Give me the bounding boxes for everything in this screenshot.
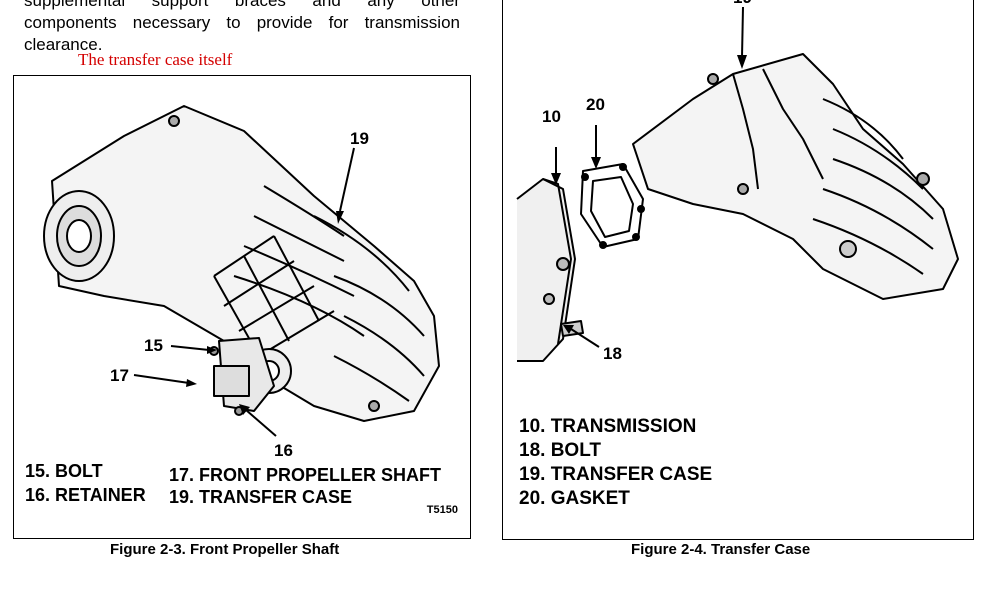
figure-2-4-caption: Figure 2-4. Transfer Case xyxy=(631,541,811,558)
legend-item-19: 19. TRANSFER CASE xyxy=(169,487,353,507)
paragraph-line-3: clearance. xyxy=(24,35,103,54)
callout-18: 18 xyxy=(603,344,622,363)
legend-item-17: 17. FRONT PROPELLER SHAFT xyxy=(169,465,442,485)
callout-15: 15 xyxy=(144,336,163,355)
figure-2-3-caption: Figure 2-3. Front Propeller Shaft xyxy=(110,541,340,558)
paragraph-line-1: supplemental support braces and any othe… xyxy=(24,0,460,10)
figure-2-4-legend: 10. TRANSMISSION 18. BOLT 19. TRANSFER C… xyxy=(519,415,712,511)
paragraph-line-2: components necessary to provide for tran… xyxy=(24,13,460,32)
legend-item-20: 20. GASKET xyxy=(519,488,630,509)
figure-2-3-panel: 19 15 17 16 15. BOLT 16. RETAINER 17. FR… xyxy=(13,75,471,539)
callout-16: 16 xyxy=(274,441,293,460)
callout-19: 19 xyxy=(733,0,752,7)
callout-20: 20 xyxy=(586,95,605,114)
callout-10: 10 xyxy=(542,107,561,126)
transfer-case-illustration xyxy=(516,6,959,362)
figure-code: T5150 xyxy=(426,504,458,516)
legend-item-18: 18. BOLT xyxy=(519,440,601,461)
front-propeller-shaft-illustration xyxy=(43,105,440,437)
legend-item-15: 15. BOLT xyxy=(25,461,103,481)
legend-item-16: 16. RETAINER xyxy=(25,485,146,505)
callout-19: 19 xyxy=(350,129,369,148)
figure-2-4-panel: 10 20 18 19 10. TRANSMISSION 18. BOLT 19… xyxy=(502,0,974,540)
legend-item-19: 19. TRANSFER CASE xyxy=(519,464,713,485)
body-paragraph: supplemental support braces and any othe… xyxy=(24,0,460,56)
handwritten-annotation: The transfer case itself xyxy=(78,50,233,69)
legend-item-10: 10. TRANSMISSION xyxy=(519,416,697,437)
callout-17: 17 xyxy=(110,366,129,385)
